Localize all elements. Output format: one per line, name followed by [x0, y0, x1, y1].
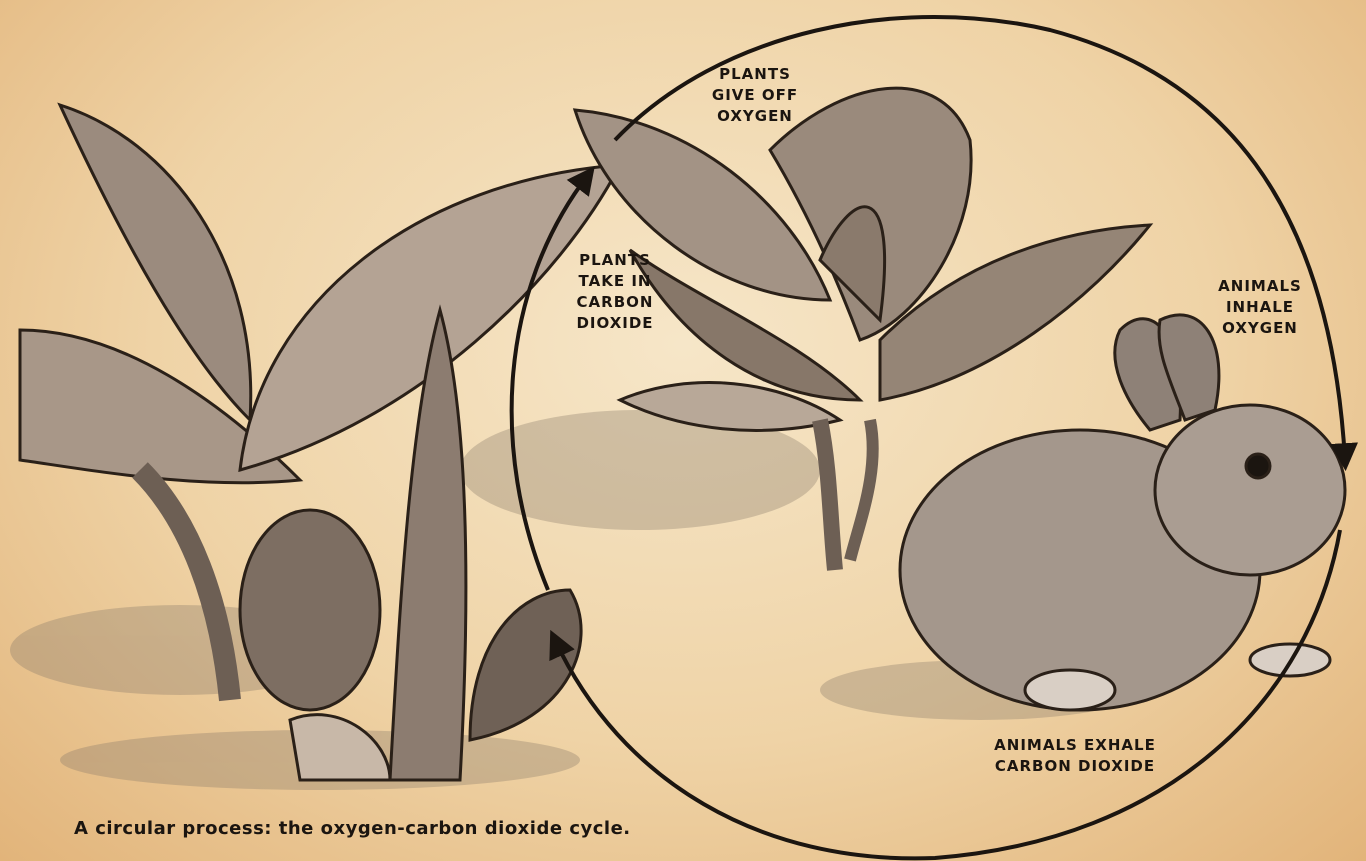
rabbit	[900, 315, 1345, 710]
figure-caption: A circular process: the oxygen-carbon di…	[74, 818, 631, 839]
label-plants-take-in-carbon-dioxide: PLANTS TAKE IN CARBON DIOXIDE	[560, 250, 670, 334]
label-animals-exhale-carbon-dioxide: ANIMALS EXHALE CARBON DIOXIDE	[970, 735, 1180, 777]
label-plants-give-off-oxygen: PLANTS GIVE OFF OXYGEN	[705, 64, 805, 127]
label-animals-inhale-oxygen: ANIMALS INHALE OXYGEN	[1205, 276, 1315, 339]
